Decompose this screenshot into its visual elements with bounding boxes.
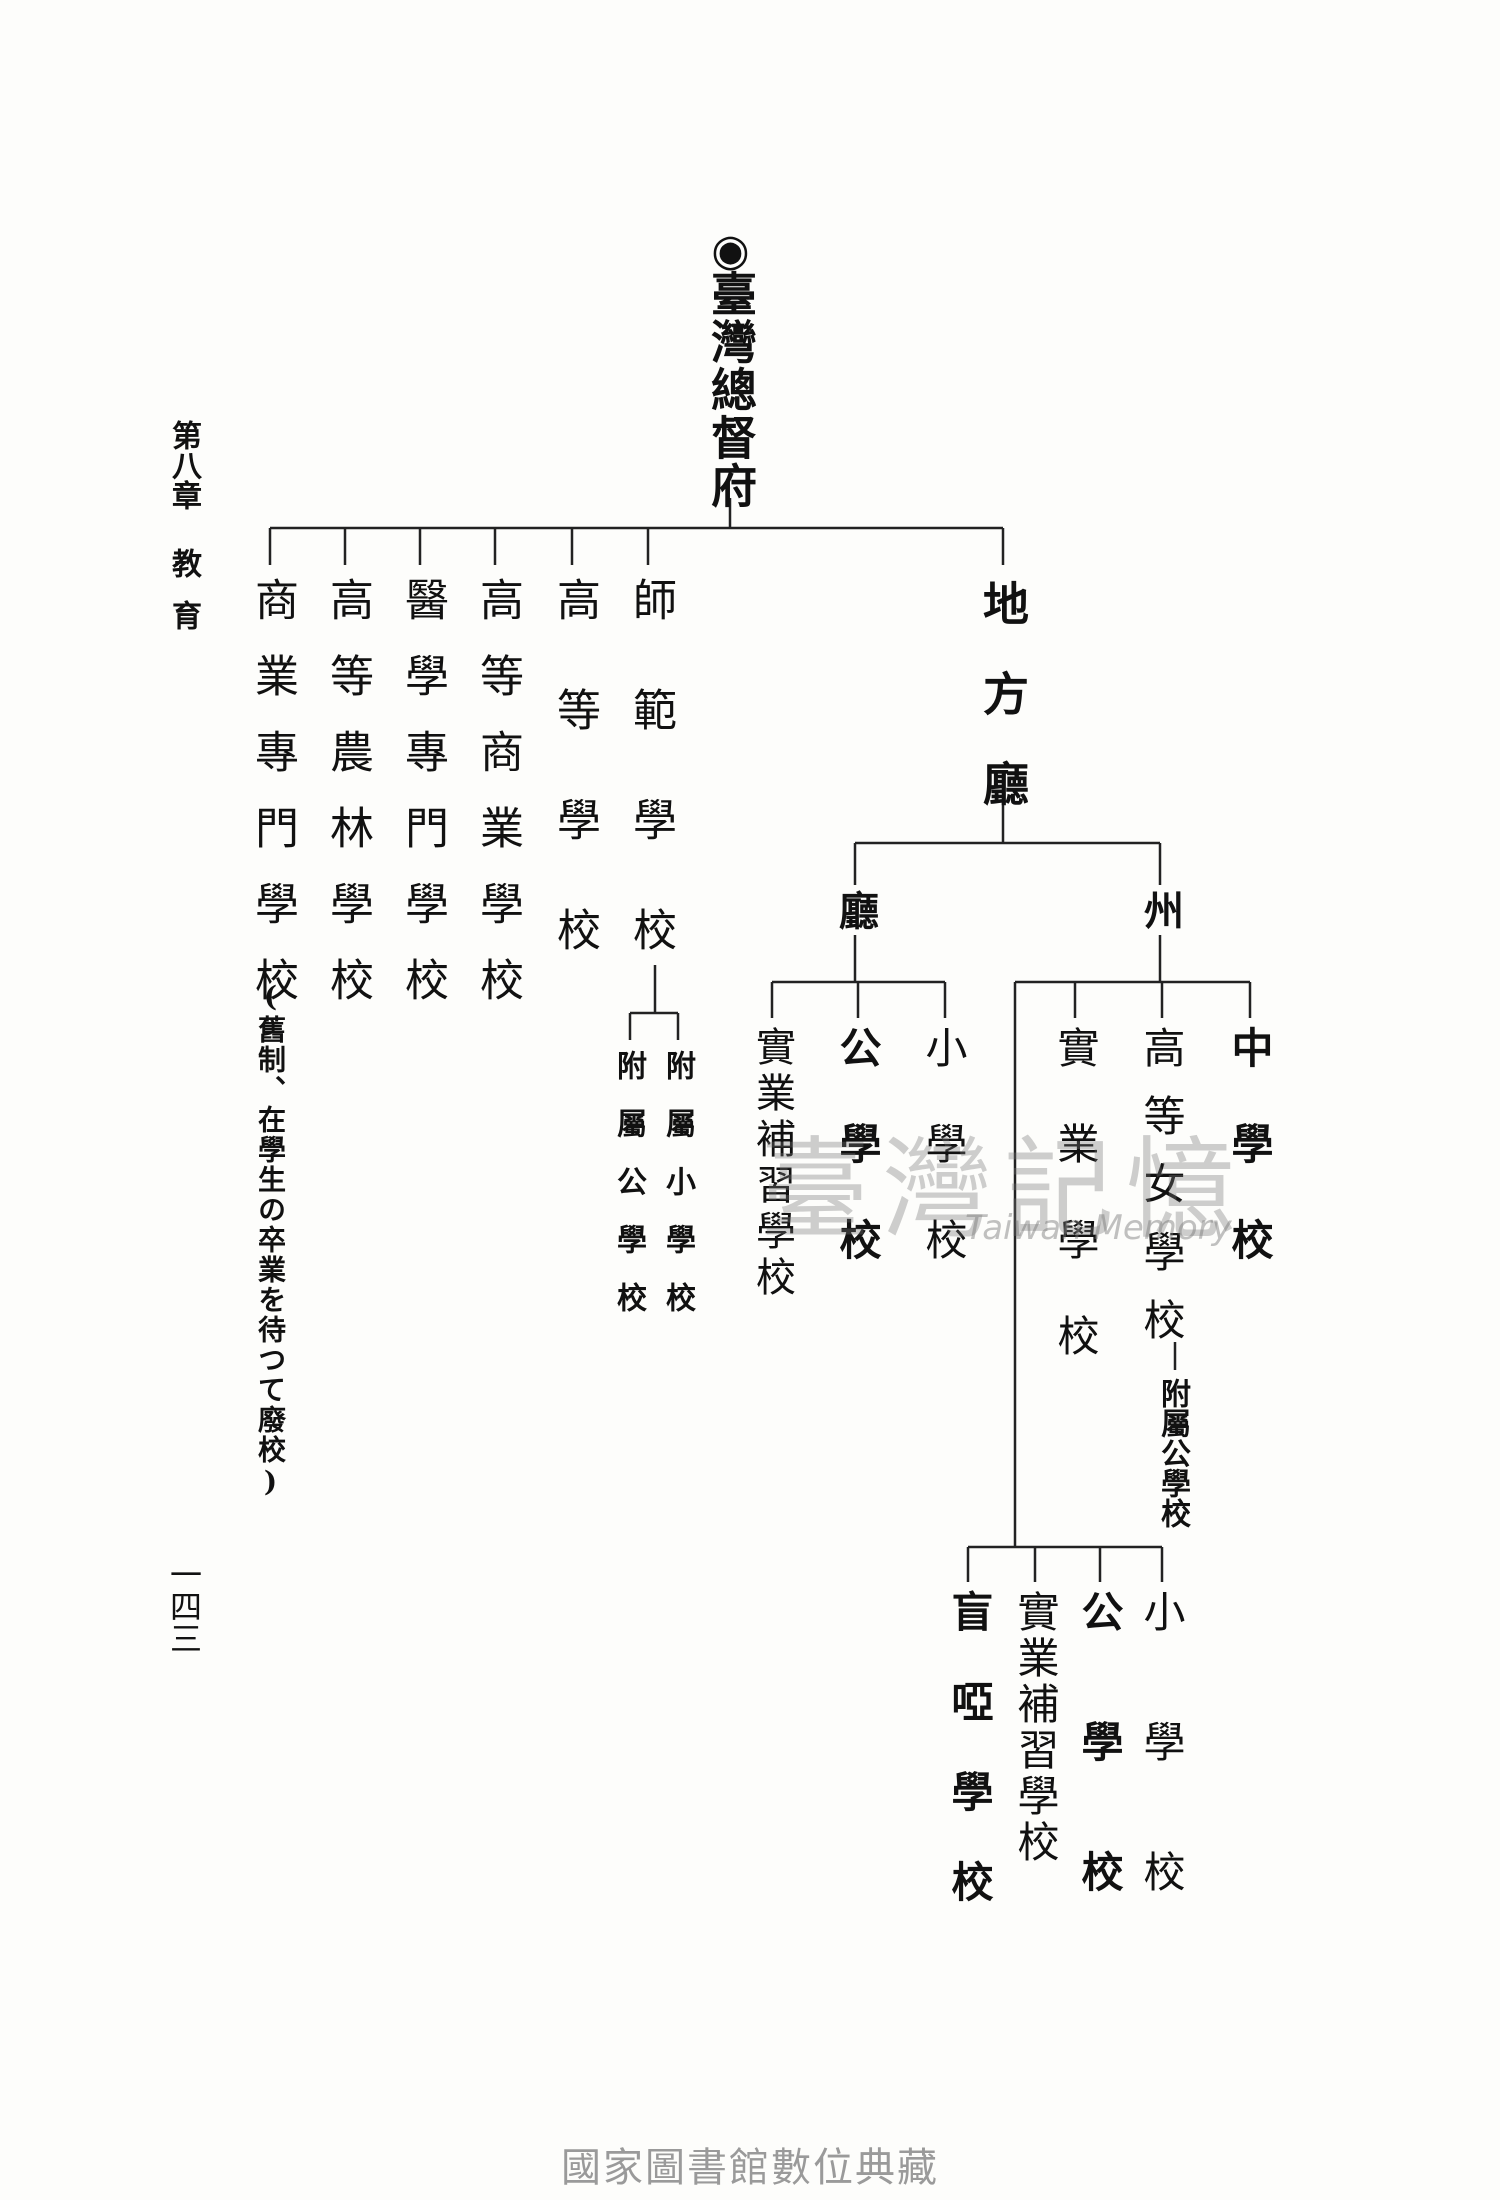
node-commercial-special-school: 商業專門學校: [247, 577, 298, 1033]
node-medical-special-school: 醫學專門學校: [397, 577, 448, 1033]
node-cho-public-school: 公學校: [833, 1026, 882, 1314]
node-shu-primary-school: 小學校: [1137, 1590, 1186, 1980]
watermark-taiwan-memory-english: Taiwan Memory: [965, 1208, 1232, 1248]
node-note-abolition: (舊制、在學生の卒業を待つて廢校): [254, 980, 287, 1500]
chapter-heading: 第八章: [166, 420, 201, 510]
root-node-government-general: 臺灣總督府: [704, 270, 758, 510]
node-higher-school: 高等學校: [549, 577, 600, 1017]
node-cho-vocational-supplementary-school: 實業補習學校: [749, 1026, 795, 1302]
node-shu-public-school: 公學校: [1075, 1590, 1124, 1980]
node-shu-blind-mute-school: 盲啞學校: [945, 1590, 994, 1950]
node-cho-prefecture: 廳: [832, 890, 879, 930]
node-shu-prefecture: 州: [1137, 890, 1184, 930]
bullet-icon: ◉: [705, 225, 756, 276]
node-shu-vocational-school: 實業學校: [1051, 1026, 1100, 1410]
node-normal-attached-public-school: 附屬公學校: [611, 1050, 646, 1340]
node-shu-girls-high-school: 高等女學校: [1137, 1026, 1186, 1366]
node-shu-vocational-supplementary-school: 實業補習學校: [1011, 1590, 1060, 1866]
node-normal-school: 師範學校: [625, 577, 676, 1017]
node-normal-attached-primary-school: 附屬小學校: [660, 1050, 695, 1340]
node-higher-commercial-school: 高等商業學校: [472, 577, 523, 1033]
section-heading: 教育: [166, 548, 201, 652]
node-local-government: 地方廳: [976, 580, 1030, 850]
node-agriculture-forestry-school: 高等農林學校: [322, 577, 373, 1033]
page-number: 一四三: [165, 1558, 203, 1654]
footer-library-collection: 國家圖書館數位典藏: [561, 2145, 939, 2191]
node-shu-girls-high-attached-public-school: 附屬公學校: [1155, 1378, 1190, 1528]
node-shu-middle-school: 中學校: [1225, 1026, 1274, 1314]
node-cho-primary-school: 小學校: [919, 1026, 968, 1314]
watermark-taiwan-memory: 臺灣記憶: [760, 1126, 1248, 1254]
